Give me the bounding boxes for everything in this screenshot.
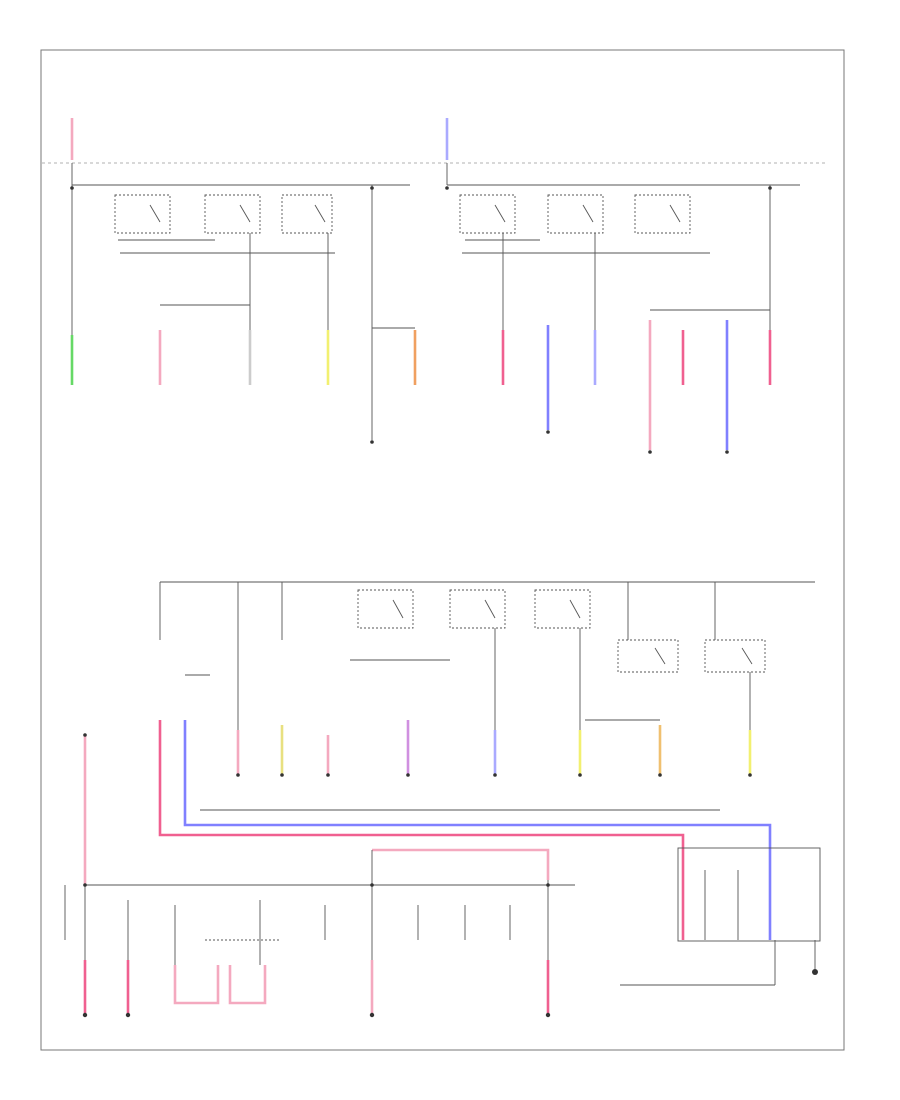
relay-group-left bbox=[114, 194, 335, 254]
bottom-terminals bbox=[82, 883, 818, 1018]
start-control-relay-box bbox=[677, 847, 821, 942]
middle-section bbox=[83, 581, 815, 940]
top-section bbox=[42, 118, 825, 454]
diagram-border bbox=[40, 49, 845, 1051]
relay-group-right bbox=[459, 194, 710, 254]
loop-wire-pink bbox=[372, 848, 550, 880]
top-terminals bbox=[70, 186, 772, 454]
loop-wire-red bbox=[158, 720, 685, 940]
middle-terminals bbox=[83, 733, 752, 777]
loop-wire-blue bbox=[183, 720, 772, 940]
bottom-section bbox=[64, 847, 821, 1018]
